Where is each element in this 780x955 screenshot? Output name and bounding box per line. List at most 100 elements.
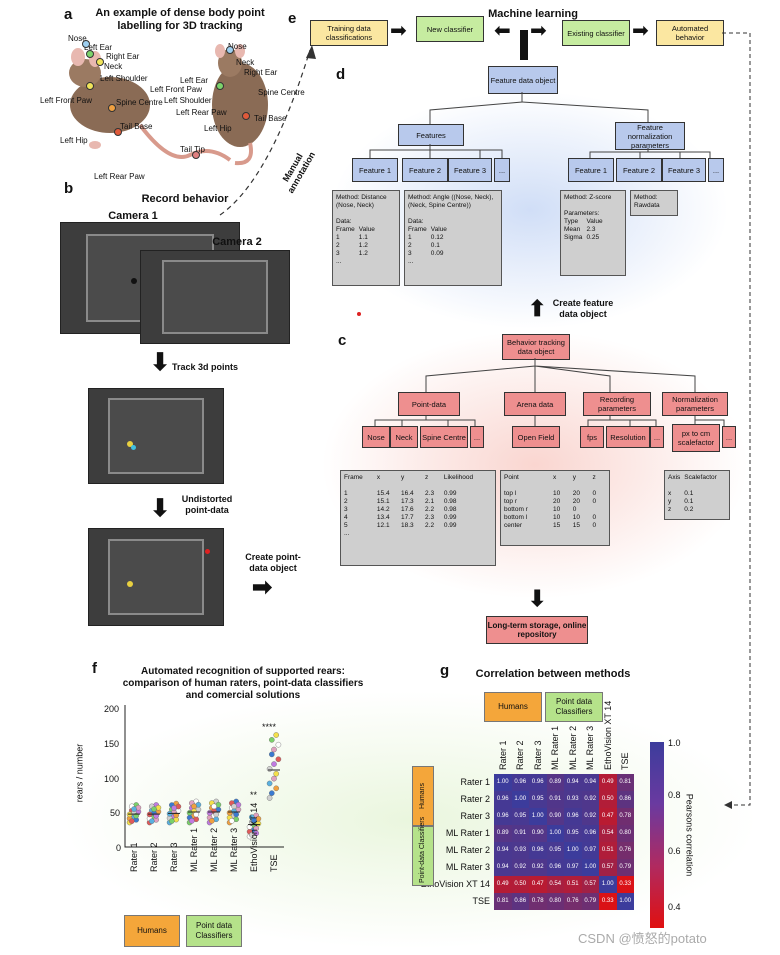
g-heatmap-cell: 1.00	[529, 808, 547, 825]
g-heatmap-cell: 0.95	[529, 791, 547, 808]
feature-data-object-box: Feature data object	[488, 66, 558, 94]
red-dot	[357, 312, 361, 316]
neck-box: Neck	[390, 426, 418, 448]
g-heatmap-cell: 0.95	[546, 842, 564, 859]
f-axis	[124, 705, 284, 848]
f-sig-ev: **	[250, 790, 258, 800]
f-data-point	[266, 766, 273, 772]
g-row-label: ML Rater 1	[445, 828, 490, 838]
g-heatmap-cell: 0.96	[529, 774, 547, 791]
keypoint-dot	[216, 82, 224, 90]
g-heatmap-cell: 0.91	[511, 825, 529, 842]
keypoint-dot	[192, 151, 200, 159]
feature1-detail-box: Method: Distance (Nose, Neck) Data: Fram…	[332, 190, 400, 286]
f-data-point	[268, 790, 275, 796]
step-create-point-data: Create point-data object	[245, 552, 301, 573]
panel-letter-a: a	[64, 6, 73, 23]
f-data-point	[271, 775, 277, 782]
g-heatmap-cell: 0.96	[564, 808, 582, 825]
g-heatmap-cell: 0.33	[599, 893, 617, 910]
g-column-label: Rater 3	[532, 740, 543, 770]
down-arrow-2: ⬇	[150, 495, 171, 522]
g-row-group-humans: Humans	[412, 766, 434, 826]
g-heatmap-cell: 0.76	[564, 893, 582, 910]
nose-box: Nose	[362, 426, 390, 448]
point-data-box: Point-data	[398, 392, 460, 416]
g-heatmap-cell: 0.91	[546, 791, 564, 808]
f-data-point	[129, 818, 135, 824]
f-xtick-label: Rater 3	[169, 842, 179, 872]
norm-feature2-box: Feature 2	[616, 158, 662, 182]
label-right-ear-left: Right Ear	[106, 52, 140, 61]
g-heatmap-cell: 0.92	[581, 791, 599, 808]
f-ytick: 0	[116, 843, 122, 853]
automated-behavior-box: Automated behavior	[656, 20, 724, 46]
g-heatmap-cell: 0.78	[616, 808, 634, 825]
g-heatmap-cell: 0.47	[529, 876, 547, 893]
f-data-point	[273, 770, 279, 777]
g-heatmap-cell: 0.86	[511, 893, 529, 910]
g-colorbar-label: Pearsons correlation	[684, 793, 695, 877]
open-field-box: Open Field	[512, 426, 560, 448]
f-ylabel: rears / number	[74, 743, 85, 803]
keypoint-dot	[86, 82, 94, 90]
g-heatmap-cell: 0.78	[529, 893, 547, 910]
g-colorbar-tick: 0.8	[668, 790, 681, 800]
panel-letter-c: c	[338, 332, 347, 349]
f-data-point	[209, 818, 215, 824]
g-heatmap-cell: 0.94	[494, 842, 512, 859]
g-row-label: EthoVision XT 14	[420, 879, 490, 889]
f-data-point	[148, 818, 155, 824]
feature2-detail-box: Method: Angle ((Nose, Neck), (Neck, Spin…	[404, 190, 502, 286]
norm-feature3-box: Feature 3	[662, 158, 706, 182]
down-arrow-1: ⬇	[150, 349, 171, 376]
feature3-box: Feature 3	[448, 158, 492, 182]
g-heatmap-cell: 0.92	[511, 859, 529, 876]
label-left-hip-right: Left Hip	[204, 124, 232, 133]
f-legend-point: Point data Classifiers	[186, 915, 242, 947]
g-row-label: Rater 1	[460, 777, 490, 787]
g-heatmap-cell: 0.79	[581, 893, 599, 910]
label-left-front-paw-right: Left Front Paw	[150, 85, 203, 94]
f-data-point	[266, 795, 273, 801]
g-heatmap-cell: 0.95	[564, 825, 582, 842]
g-heatmap-cell: 0.95	[511, 808, 529, 825]
g-heatmap-cell: 0.96	[511, 774, 529, 791]
f-data-point	[206, 810, 213, 816]
g-heatmap-cell: 0.94	[564, 774, 582, 791]
split-arrow-icon: ⬅	[494, 20, 511, 42]
camera2-view	[140, 250, 290, 344]
label-left-front-paw-left: Left Front Paw	[40, 96, 93, 105]
g-heatmap-cell: 0.33	[616, 876, 634, 893]
f-data-point	[268, 751, 275, 758]
f-data-point	[169, 818, 175, 824]
step-undistorted: Undistorted point-data	[181, 494, 233, 515]
g-heatmap-cell: 0.57	[581, 876, 599, 893]
g-heatmap-cell: 1.00	[581, 859, 599, 876]
panel-letter-e: e	[288, 10, 297, 27]
f-data-point	[233, 811, 239, 818]
arena-data-box: Arena data	[504, 392, 566, 416]
g-heatmap-cell: 0.49	[599, 774, 617, 791]
g-heatmap-cell: 0.81	[494, 893, 512, 910]
g-heatmap-cell: 1.00	[616, 893, 634, 910]
f-xtick-label: EthoVision XT 14	[249, 802, 259, 872]
arrow-right-icon: ➡	[390, 20, 407, 42]
label-left-ear-right: Left Ear	[180, 76, 209, 85]
g-heatmap-cell: 0.49	[494, 876, 512, 893]
keypoint-dot	[86, 50, 94, 58]
f-ytick: 200	[104, 704, 120, 714]
g-row-label: Rater 3	[460, 811, 490, 821]
camera2-label: Camera 2	[212, 236, 262, 248]
label-spine-centre-right: Spine Centre	[258, 88, 305, 97]
norm-more-c-box: ...	[722, 426, 736, 448]
label-nose-left: Nose	[68, 34, 87, 43]
f-data-point	[189, 818, 195, 824]
g-colorbar-tick: 0.4	[668, 902, 681, 912]
f-data-point	[231, 803, 237, 810]
g-heatmap-cell: 0.90	[529, 825, 547, 842]
f-data-point	[193, 811, 199, 818]
f-ytick: 150	[104, 739, 120, 749]
